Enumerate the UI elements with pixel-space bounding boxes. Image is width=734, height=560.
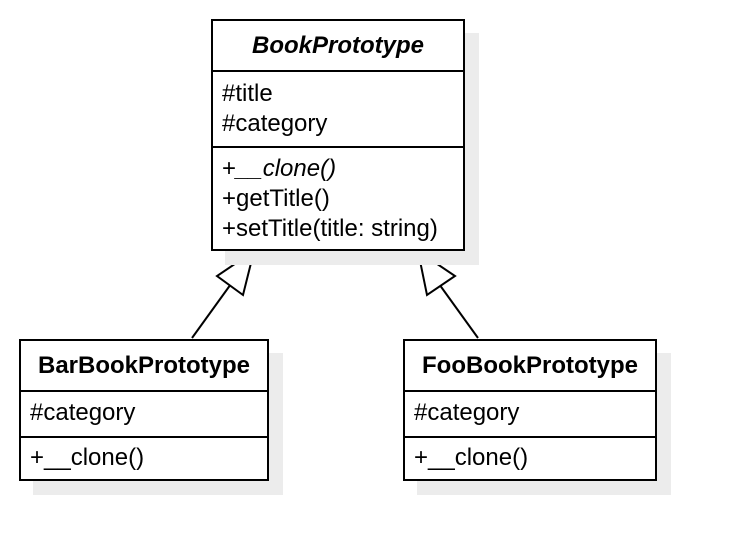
methods-compartment: +__clone() bbox=[21, 438, 267, 473]
methods-compartment: +__clone() bbox=[405, 438, 655, 473]
class-name: BarBookPrototype bbox=[21, 341, 267, 392]
class-foo-book-prototype[interactable]: FooBookPrototype #category +__clone() bbox=[403, 339, 657, 481]
method-name-abstract: __clone() bbox=[236, 155, 337, 182]
method-visibility: + bbox=[222, 185, 237, 212]
method-set-title: +setTitle(title: string) bbox=[222, 214, 463, 244]
attribute-category: #category bbox=[30, 399, 136, 426]
methods-compartment: +__clone() +getTitle() +setTitle(title: … bbox=[213, 148, 463, 244]
method-get-title: +getTitle() bbox=[222, 184, 463, 214]
method-visibility: + bbox=[222, 155, 237, 182]
inheritance-arrowhead-foo bbox=[416, 248, 457, 297]
class-name: BookPrototype bbox=[213, 21, 463, 72]
class-name: FooBookPrototype bbox=[405, 341, 655, 392]
attribute-category: #category bbox=[414, 399, 520, 426]
inheritance-arrowhead-bar bbox=[215, 248, 256, 297]
generalization-foo-to-base bbox=[416, 248, 479, 339]
attribute-category: #category bbox=[222, 110, 328, 137]
inheritance-line-foo bbox=[433, 276, 479, 339]
attributes-compartment: #category bbox=[405, 392, 655, 438]
method-name: setTitle(title: string) bbox=[236, 215, 438, 242]
method-clone: +__clone() bbox=[222, 154, 463, 184]
class-bar-book-prototype[interactable]: BarBookPrototype #category +__clone() bbox=[19, 339, 269, 481]
attribute-title: #title bbox=[222, 80, 273, 107]
attributes-compartment: #category bbox=[21, 392, 267, 438]
method-visibility: + bbox=[222, 215, 237, 242]
inheritance-line-bar bbox=[191, 276, 237, 339]
method-name: getTitle() bbox=[236, 185, 330, 212]
attributes-compartment: #title #category bbox=[213, 72, 463, 148]
class-book-prototype[interactable]: BookPrototype #title #category +__clone(… bbox=[211, 19, 465, 251]
method-clone: +__clone() bbox=[30, 444, 145, 471]
method-clone: +__clone() bbox=[414, 444, 529, 471]
generalization-bar-to-base bbox=[191, 248, 256, 339]
